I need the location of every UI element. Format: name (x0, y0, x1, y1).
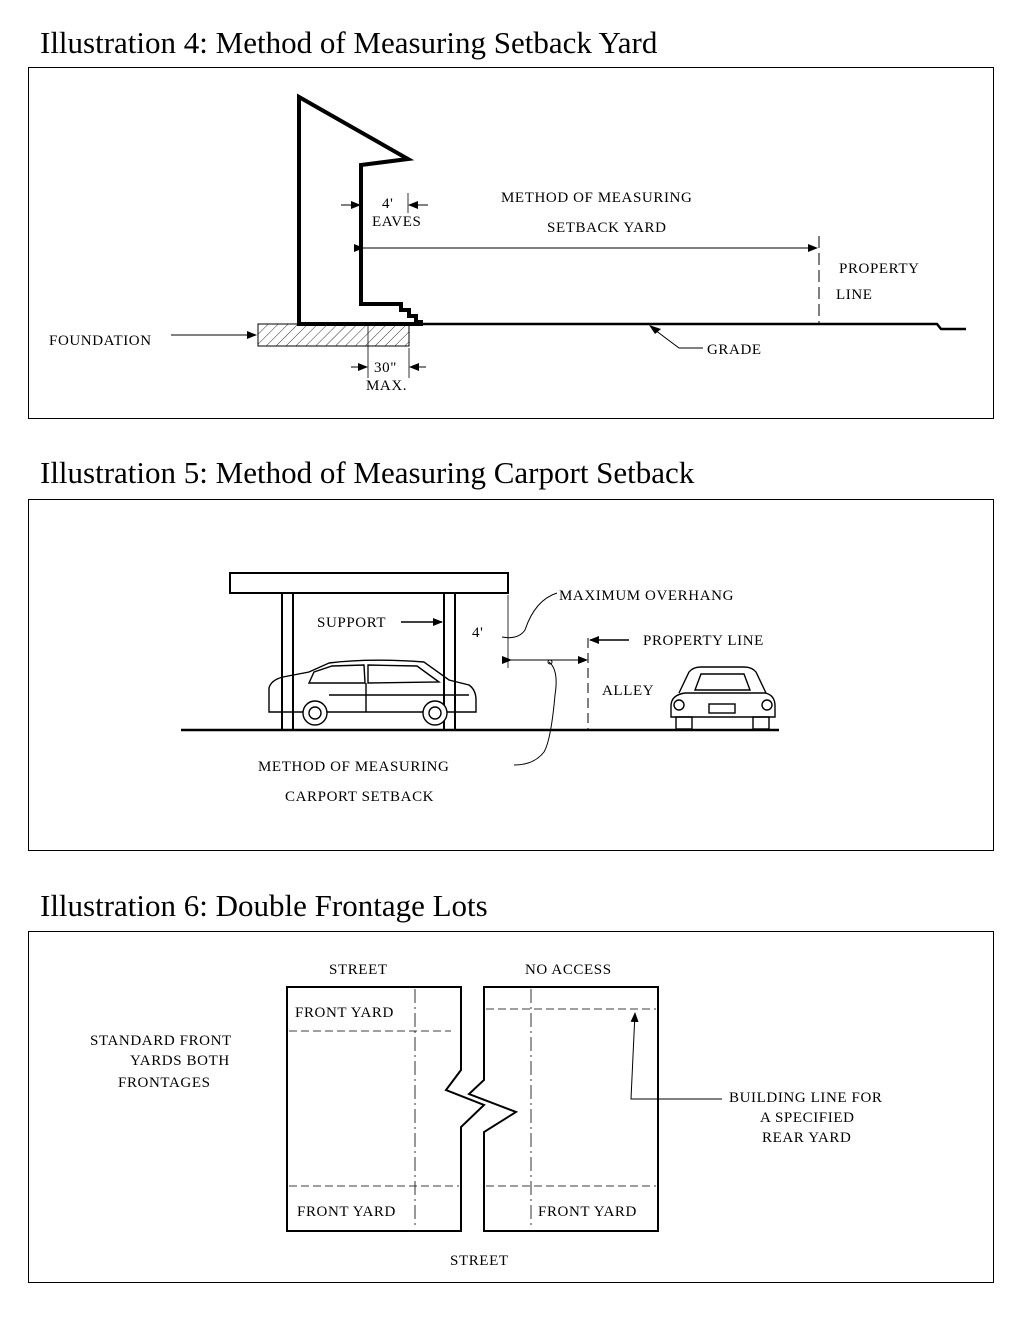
property-line-label: PROPERTY LINE (643, 633, 764, 649)
max-label: MAX. (366, 378, 407, 394)
building-line-leader (630, 1012, 722, 1100)
carport-setback-diagram: SUPPORT 4' MAXIMUM OVERHANG PROPERTY LIN… (181, 572, 779, 805)
property-label: PROPERTY (839, 261, 920, 277)
foundation-hatch (257, 323, 410, 347)
standard-front-yards-line2: YARDS BOTH (130, 1053, 230, 1069)
building-outline (297, 93, 423, 326)
car-rear-view (670, 666, 776, 730)
street-bottom-label: STREET (450, 1253, 509, 1269)
maximum-overhang-label: MAXIMUM OVERHANG (559, 588, 734, 604)
left-lot-outline (286, 986, 486, 1232)
eaves-dimension-label: 4' (382, 196, 393, 212)
front-yard-bottom-left-label: FRONT YARD (297, 1204, 396, 1220)
front-yard-top-left-label: FRONT YARD (295, 1005, 394, 1021)
support-label: SUPPORT (317, 615, 386, 631)
double-frontage-diagram: STREET NO ACCESS FRONT YARD FRONT YARD F… (90, 962, 883, 1269)
line-label: LINE (836, 287, 873, 303)
overhang-leader (501, 592, 558, 639)
illustration-6-title: Illustration 6: Double Frontage Lots (40, 888, 488, 923)
setback-yard-diagram: 4' EAVES METHOD OF MEASURING SETBACK YAR… (49, 93, 966, 394)
front-yard-bottom-right-label: FRONT YARD (538, 1204, 637, 1220)
method-label-line2: SETBACK YARD (547, 220, 667, 236)
carport-roof (229, 572, 509, 594)
building-line-label-line1: BUILDING LINE FOR (729, 1090, 883, 1106)
max-dimension-label: 30" (374, 360, 397, 376)
eaves-label: EAVES (372, 214, 421, 230)
illustration-5-title: Illustration 5: Method of Measuring Carp… (40, 455, 695, 490)
overhang-dimension-label: 4' (472, 625, 483, 641)
illustration-6-panel: STREET NO ACCESS FRONT YARD FRONT YARD F… (28, 931, 994, 1283)
alley-label: ALLEY (602, 683, 654, 699)
illustration-5-panel: SUPPORT 4' MAXIMUM OVERHANG PROPERTY LIN… (28, 499, 994, 851)
standard-front-yards-line1: STANDARD FRONT (90, 1033, 232, 1049)
no-access-label: NO ACCESS (525, 962, 612, 978)
building-line-label-line3: REAR YARD (762, 1130, 851, 1146)
illustration-4-panel: 4' EAVES METHOD OF MEASURING SETBACK YAR… (28, 67, 994, 419)
right-lot-outline (467, 986, 659, 1232)
grade-label: GRADE (707, 342, 762, 358)
method-label-line1: METHOD OF MEASURING (501, 190, 692, 206)
method-label-line1: METHOD OF MEASURING (258, 759, 449, 775)
method-label-line2: CARPORT SETBACK (285, 789, 434, 805)
grade-line (299, 322, 966, 331)
standard-front-yards-line3: FRONTAGES (118, 1075, 211, 1091)
support-post-left (281, 592, 294, 731)
grade-leader (650, 326, 703, 349)
car-side-view (268, 659, 477, 726)
street-top-label: STREET (329, 962, 388, 978)
foundation-label: FOUNDATION (49, 333, 152, 349)
illustration-4-title: Illustration 4: Method of Measuring Setb… (40, 25, 658, 60)
method-leader (513, 661, 557, 766)
building-line-label-line2: A SPECIFIED (760, 1110, 855, 1126)
